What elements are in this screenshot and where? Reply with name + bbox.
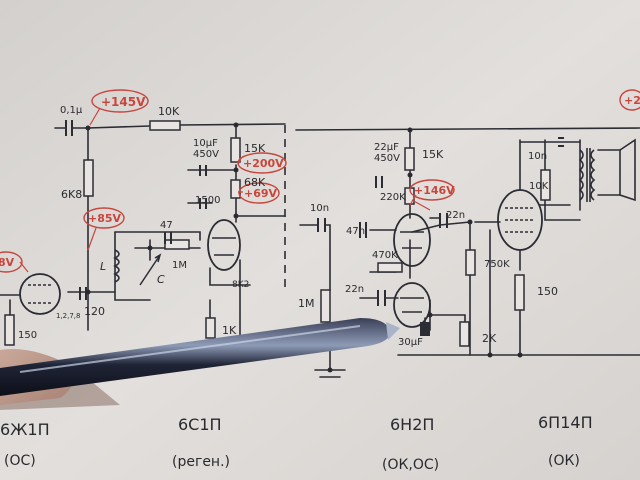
label-r-2k: 2K [482,332,497,345]
tube-6p14p [497,189,543,251]
pen-and-hand [0,318,400,410]
tube-2-role: (реген.) [172,454,230,470]
voltage-146: +146V [414,184,455,197]
label-r-8k2: 8K2 [232,280,249,290]
tube-1-role: (ОС) [4,453,36,469]
voltage-pointers [19,107,431,273]
tube-6zh1p [19,273,61,315]
label-c-30uf: 30μF [398,337,423,348]
label-c-input: 0,1μ [60,105,83,116]
tube-1-name: 6Ж1П [0,420,50,439]
voltage-200: +200V [243,157,284,170]
label-r-150-left: 150 [18,330,37,341]
voltage-ovals [0,89,640,273]
label-c-10n-out: 10n [528,151,547,162]
label-c-22n-a: 22n [446,210,465,221]
electrolytic-cap [420,322,430,336]
label-r-150-out: 150 [537,285,558,298]
label-r-10k-out: 10K [529,181,549,192]
label-pins: 1,2,7,8 [56,312,81,320]
label-r-1m-grid: 1M [172,260,187,271]
label-c-10uf-v: 450V [193,149,219,160]
output-transformer [578,138,636,202]
label-r-1m-pot: 1M [298,297,315,310]
tube-4-role: (ОК) [548,453,580,469]
label-cap-c: C [157,273,165,286]
pen-highlight [19,325,361,373]
label-c-10n: 10n [310,203,329,214]
label-r-470k: 470K [372,250,398,261]
tube-labels: 6Ж1П (ОС) 6С1П (реген.) 6Н2П (ОК,ОС) 6П1… [0,413,593,473]
capacitors [65,120,564,306]
resistors [4,120,551,347]
label-r-68k: 68K [244,176,266,189]
label-c-47: 47 [160,220,173,231]
tube-6n2p-lower [393,282,431,328]
label-r-15k-a: 15K [244,142,266,155]
label-r-1k: 1K [222,324,237,337]
pen-tip [386,322,400,340]
tube-6n2p-upper [393,213,431,267]
label-c-120: 120 [84,305,105,318]
label-coil-l: L [100,260,106,273]
junction-dots [85,122,523,373]
pen [0,318,391,396]
label-r-750k: 750K [484,259,510,270]
label-r-15k-b: 15K [422,148,444,161]
tube-2-name: 6С1П [178,415,222,434]
label-c-22uf-v: 450V [374,153,400,164]
voltage-145: +145V [101,95,146,109]
voltage-85: +85V [88,212,122,225]
label-c-1500: 1500 [195,195,220,206]
tube-4-name: 6П14П [538,413,593,432]
tube-3-role: (ОК,ОС) [382,457,439,473]
label-r-6k8: 6K8 [61,188,82,201]
voltage-8: 8V [0,256,15,269]
label-r-10k-top: 10K [158,105,180,118]
tube-6s1p [207,219,241,271]
tube-3-name: 6Н2П [390,415,434,434]
variable-cap-arrow [139,253,162,286]
label-c-47n: 47n [346,226,365,237]
label-c-10uf: 10μF [193,138,218,149]
label-r-220k: 220K [380,192,406,203]
voltage-69: +69V [244,187,278,200]
component-labels: 0,1μ 10K 10μF 450V 15K 68K 1500 10n 22μF… [18,105,558,348]
label-c-22uf: 22μF [374,142,399,153]
label-c-22n-b: 22n [345,284,364,295]
voltage-2: +2 [624,94,640,107]
coil [113,249,120,283]
